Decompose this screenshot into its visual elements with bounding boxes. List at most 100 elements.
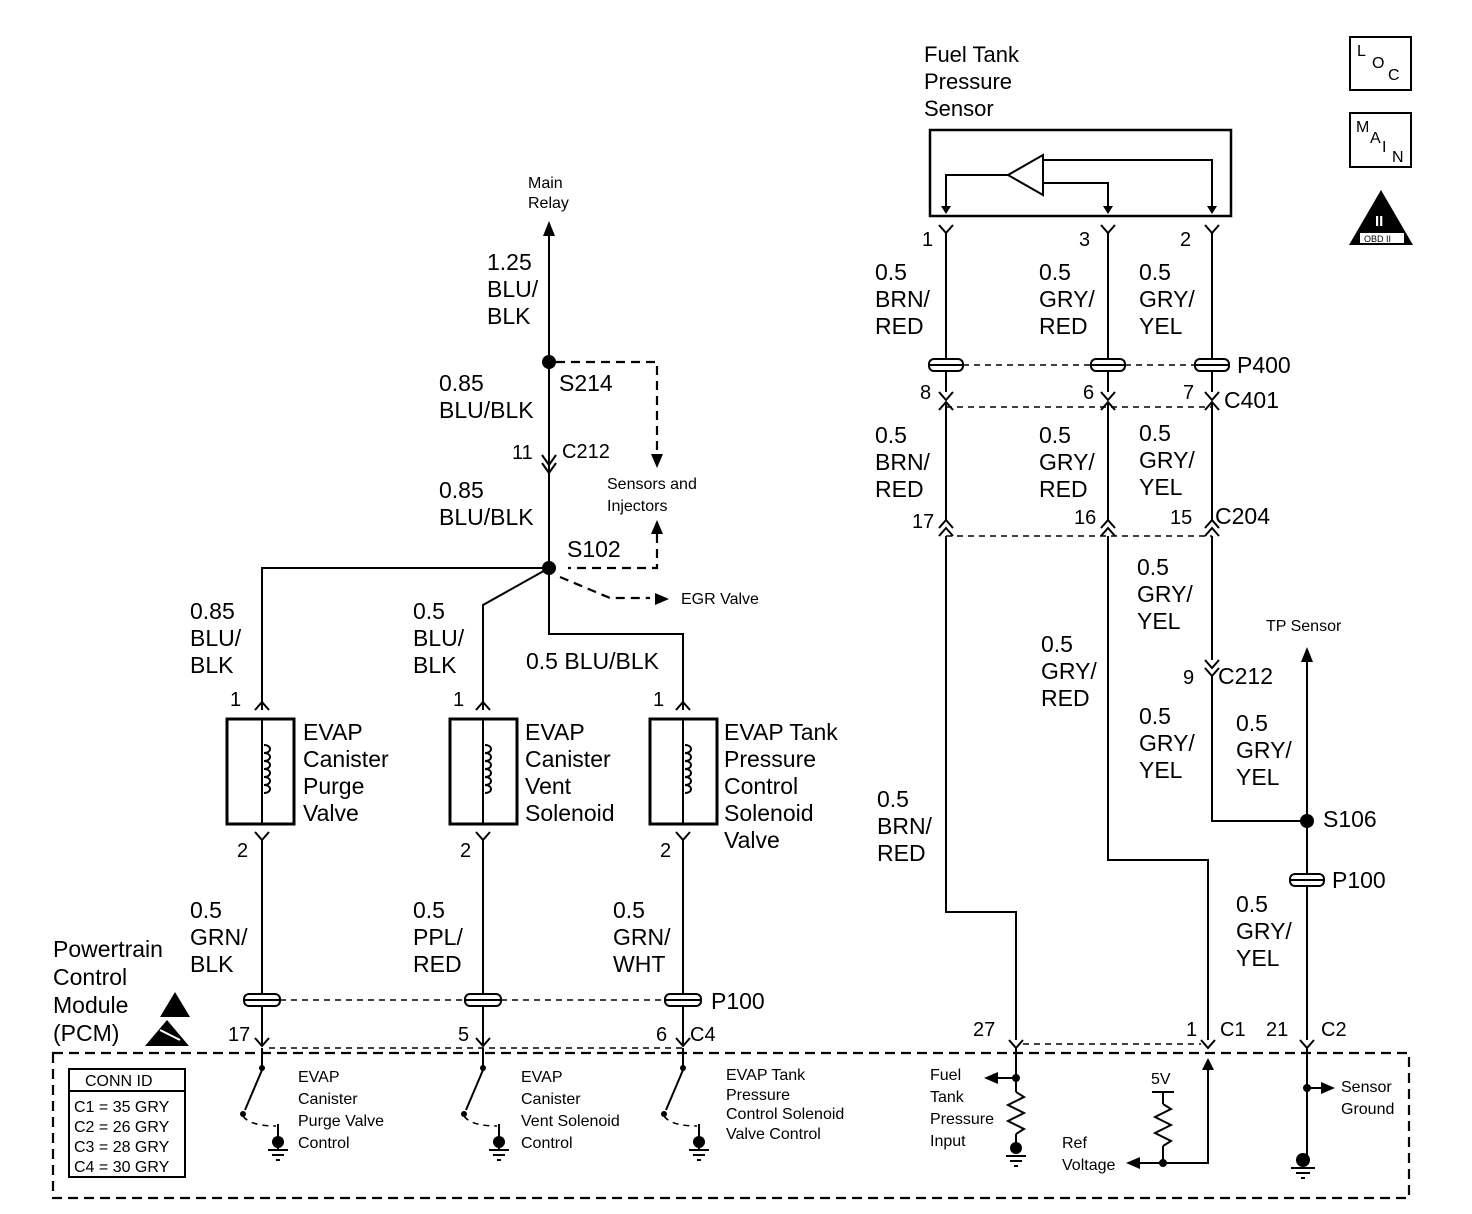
arrow-up-icon — [1301, 647, 1313, 662]
wire-tank-out-color-2: WHT — [613, 951, 665, 977]
main-badge[interactable]: M A I N — [1349, 112, 1412, 168]
ref-voltage-1: Ref — [1062, 1135, 1087, 1152]
loc-badge[interactable]: L O C — [1349, 36, 1412, 91]
vent-pin-1: 1 — [453, 689, 464, 711]
vent-pin-2: 2 — [460, 840, 471, 862]
fuel-sensor-wiring: 0.5 BRN/ RED 0.5 GRY/ RED 0.5 GRY/ YEL P… — [875, 224, 1386, 1050]
sensor-title-2: Pressure — [924, 69, 1012, 94]
wire-c2-color-1: GRY/ — [1236, 918, 1292, 944]
wire-purge-out-gauge: 0.5 — [190, 897, 222, 923]
c212-pin-9: 9 — [1183, 667, 1194, 689]
tank-pin-2: 2 — [660, 840, 671, 862]
wire-fts-gry-yel-top-color-1: GRY/ — [1139, 286, 1195, 312]
purge-pin-1: 1 — [230, 689, 241, 711]
c4-label: C4 — [690, 1024, 716, 1046]
evap-tank-pressure-control-solenoid-valve: 1 EVAP Tank Pressure Control Solenoid Va… — [648, 689, 838, 1045]
c2-pin-21: 21 — [1266, 1019, 1288, 1041]
wire-tp-gauge: 0.5 — [1236, 710, 1268, 736]
vent-ctrl-3: Vent Solenoid — [521, 1113, 620, 1130]
tank-ctrl-3: Control Solenoid — [726, 1106, 844, 1123]
main-m: M — [1356, 119, 1369, 136]
wire-c2-color-2: YEL — [1236, 945, 1280, 971]
wire-tank-out-gauge: 0.5 — [613, 897, 645, 923]
c212-pin-11: 11 — [512, 442, 533, 464]
purge-title-3: Purge — [303, 773, 364, 799]
tank-ctrl-4: Valve Control — [726, 1126, 821, 1143]
vent-title-4: Solenoid — [525, 800, 615, 826]
pcm-title-2: Control — [53, 964, 127, 990]
fuel-pressure-input-circuit: Fuel Tank Pressure Input — [930, 1048, 1027, 1167]
tank-title-4: Solenoid — [724, 800, 814, 826]
wire-vent-feed-color-1: BLU/ — [413, 625, 465, 651]
wire-purge-feed-color-2: BLK — [190, 652, 234, 678]
main-relay-circuit: Main Relay 1.25 BLU/ BLK S214 0.85 BLU/B… — [439, 175, 759, 608]
wire-fts-gry-red-top-color-1: GRY/ — [1039, 286, 1095, 312]
sensor-title-1: Fuel Tank — [924, 42, 1020, 67]
wire-tank-out-color-1: GRN/ — [613, 924, 671, 950]
c401-pin-8: 8 — [920, 382, 931, 404]
wire-c212-gauge: 0.85 — [439, 477, 484, 503]
wire-gry-yel-c204-color-2: YEL — [1137, 608, 1181, 634]
wire-tank-feed: 0.5 BLU/BLK — [526, 648, 660, 674]
wire-fts-gry-yel-top-gauge: 0.5 — [1139, 259, 1171, 285]
obd-text: OBD II — [1364, 234, 1391, 244]
wire-vent-out-color-2: RED — [413, 951, 462, 977]
obd-ii-badge[interactable]: II OBD II — [1349, 190, 1413, 245]
ground-icon — [693, 1136, 705, 1148]
wire-fts-gry-yel-mid-color-1: GRY/ — [1139, 447, 1195, 473]
wire-fts-gry-red-top-color-2: RED — [1039, 313, 1088, 339]
arrow-up-icon — [651, 520, 663, 534]
purge-title-2: Canister — [303, 746, 389, 772]
solenoid-coil-icon — [263, 744, 271, 794]
evap-canister-vent-solenoid: 1 EVAP Canister Vent Solenoid 2 — [448, 689, 615, 1045]
wire-gry-yel-c204-gauge: 0.5 — [1137, 554, 1169, 580]
p100-left-label: P100 — [711, 988, 765, 1014]
fuel-tank-pressure-sensor: Fuel Tank Pressure Sensor 1 3 2 — [922, 42, 1233, 251]
main-a: A — [1370, 130, 1381, 147]
sensor-ground-circuit: Sensor Ground — [1291, 1048, 1394, 1179]
wire-fts-gry-red-top-gauge: 0.5 — [1039, 259, 1071, 285]
c1-pin-27: 27 — [973, 1019, 995, 1041]
dest-sensors-injectors-1: Sensors and — [607, 476, 697, 493]
vent-driver-switch: EVAP Canister Vent Solenoid Control — [461, 1048, 620, 1161]
tank-driver-switch: EVAP Tank Pressure Control Solenoid Valv… — [661, 1048, 844, 1161]
wire-main-relay-gauge: 1.25 — [487, 249, 532, 275]
loc-o: O — [1372, 55, 1384, 72]
arrow-left-icon — [984, 1072, 998, 1084]
tank-ctrl-1: EVAP Tank — [726, 1067, 806, 1084]
vent-title-1: EVAP — [525, 719, 585, 745]
wire-fts-gry-red-mid-color-2: RED — [1039, 476, 1088, 502]
pcm-module: Powertrain Control Module (PCM) CONN ID … — [51, 936, 1411, 1200]
wire-tp-color-1: GRY/ — [1236, 737, 1292, 763]
wire-gry-red-low-color-2: RED — [1041, 685, 1090, 711]
p400-label: P400 — [1237, 352, 1291, 378]
main-relay-label-1: Main — [528, 175, 563, 192]
solenoid-coil-icon — [684, 744, 692, 794]
dest-sensors-injectors-2: Injectors — [607, 498, 667, 515]
purge-pin-2: 2 — [237, 840, 248, 862]
wire-fts-gry-yel-mid-gauge: 0.5 — [1139, 420, 1171, 446]
wire-gry-yel-c212-gauge: 0.5 — [1139, 703, 1171, 729]
sensor-title-3: Sensor — [924, 96, 994, 121]
wire-purge-feed-color-1: BLU/ — [190, 625, 242, 651]
dest-egr-valve: EGR Valve — [681, 591, 759, 608]
obd-roman: II — [1375, 213, 1383, 230]
tank-title-5: Valve — [724, 827, 780, 853]
c204-pin-17: 17 — [912, 511, 934, 533]
conn-id-row-c3: C3 = 28 GRY — [74, 1139, 170, 1156]
arrow-right-icon — [655, 593, 669, 605]
c4-pin-5: 5 — [458, 1024, 469, 1046]
amplifier-icon — [1005, 153, 1044, 197]
wire-gry-yel-c212-color-1: GRY/ — [1139, 730, 1195, 756]
purge-ctrl-2: Canister — [298, 1091, 358, 1108]
solenoid-output-wires: 0.5 GRN/ BLK 0.5 PPL/ RED 0.5 GRN/ WHT P… — [190, 897, 765, 1049]
purge-ctrl-3: Purge Valve — [298, 1113, 384, 1130]
c4-pin-6: 6 — [656, 1024, 667, 1046]
wire-gry-yel-c212-color-2: YEL — [1139, 757, 1183, 783]
splice-s106: S106 — [1323, 806, 1377, 832]
five-volt-label: 5V — [1151, 1071, 1171, 1088]
wire-s214-color: BLU/BLK — [439, 397, 534, 423]
evap-canister-purge-valve: 1 EVAP Canister Purge Valve 2 — [225, 689, 389, 1045]
wire-main-relay-color-2: BLK — [487, 303, 531, 329]
wire-vent-feed-gauge: 0.5 — [413, 598, 445, 624]
